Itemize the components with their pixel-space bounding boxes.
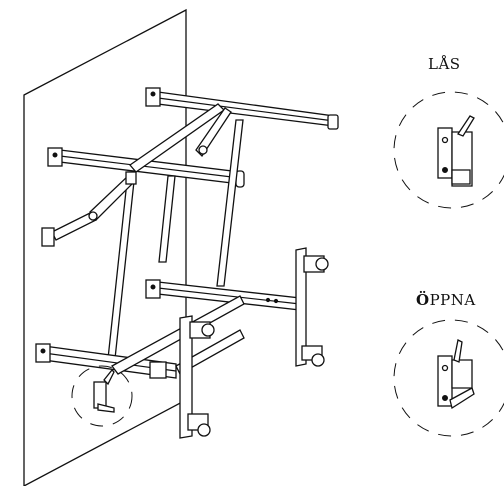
upper-diagonal-brace: [129, 103, 232, 173]
lock-label: LÅS: [428, 55, 461, 73]
front-caster-post: [179, 315, 215, 439]
lower-diagonal-braces: [111, 295, 245, 375]
assembly-lock-callout: [71, 365, 133, 427]
lower-front-arm: [35, 343, 177, 379]
folding-strut: [41, 171, 137, 247]
open-label-rest: PPNA: [429, 291, 476, 309]
open-label: ÖPPNA: [416, 291, 476, 309]
open-detail-callout: [393, 319, 504, 437]
rear-caster-post: [295, 247, 329, 367]
upper-back-arm: [145, 87, 339, 130]
open-label-first-letter: Ö: [416, 291, 430, 309]
lock-detail-callout: [393, 91, 504, 209]
upper-front-arm: [47, 147, 245, 188]
lower-back-arm: [145, 279, 301, 311]
